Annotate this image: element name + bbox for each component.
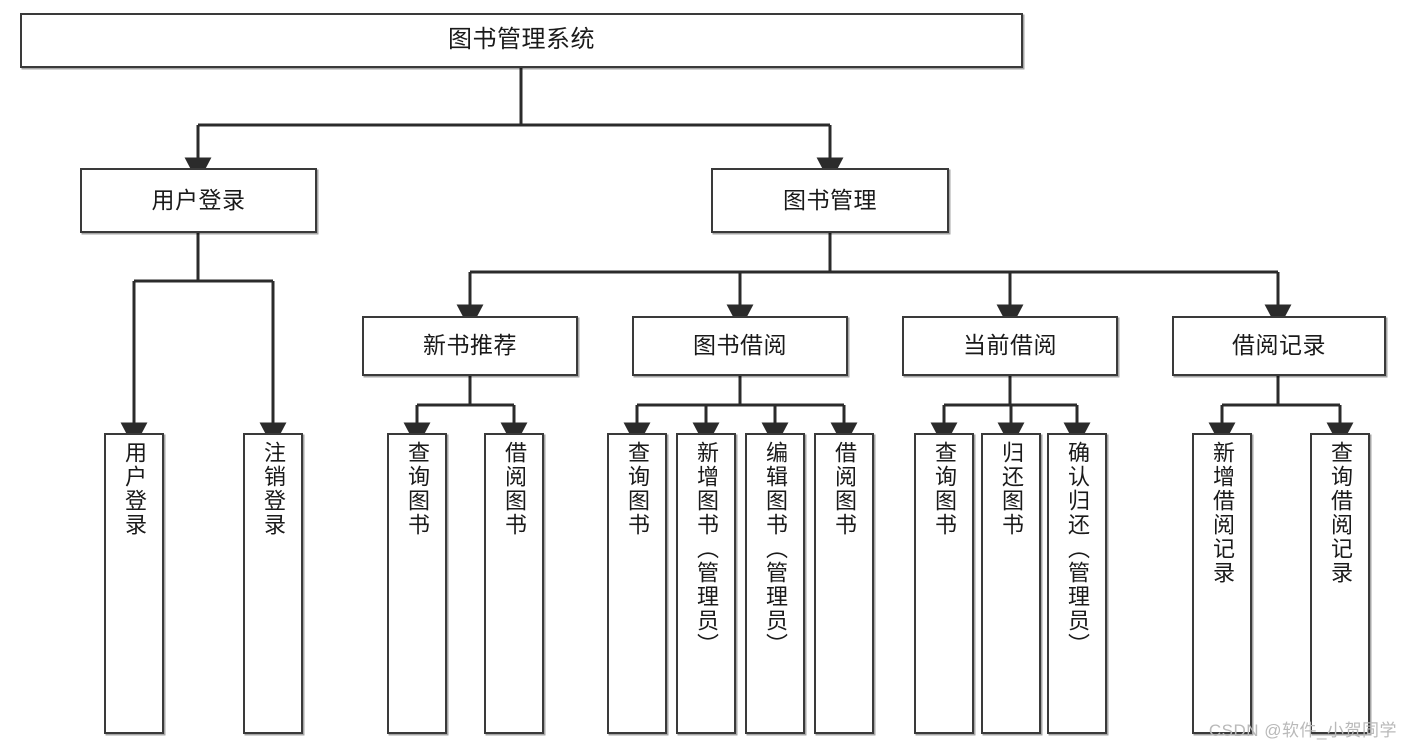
node-leaf-borrow-book-1-label: 借阅图书 (502, 441, 527, 537)
node-leaf-borrow-book-2[interactable]: 借阅图书 (814, 433, 874, 734)
node-borrow-record[interactable]: 借阅记录 (1172, 316, 1386, 376)
node-current-borrow-label: 当前借阅 (963, 332, 1057, 359)
node-new-book-recommend[interactable]: 新书推荐 (362, 316, 578, 376)
node-leaf-query-book-2-label: 查询图书 (625, 441, 650, 537)
node-current-borrow[interactable]: 当前借阅 (902, 316, 1118, 376)
node-leaf-borrow-book-2-label: 借阅图书 (832, 441, 857, 537)
node-leaf-edit-book-label: 编辑图书（管理员） (763, 441, 788, 657)
node-new-book-recommend-label: 新书推荐 (423, 332, 517, 359)
node-leaf-query-book-1[interactable]: 查询图书 (387, 433, 447, 734)
node-leaf-logout[interactable]: 注销登录 (243, 433, 303, 734)
node-leaf-confirm-return[interactable]: 确认归还（管理员） (1047, 433, 1107, 734)
node-book-borrow-label: 图书借阅 (693, 332, 787, 359)
node-leaf-query-book-1-label: 查询图书 (405, 441, 430, 537)
node-book-management[interactable]: 图书管理 (711, 168, 949, 233)
node-leaf-return-book-label: 归还图书 (999, 441, 1024, 537)
node-root-label: 图书管理系统 (448, 26, 595, 54)
node-leaf-logout-label: 注销登录 (261, 441, 286, 537)
node-leaf-query-book-3-label: 查询图书 (932, 441, 957, 537)
node-user-login[interactable]: 用户登录 (80, 168, 317, 233)
node-leaf-confirm-return-label: 确认归还（管理员） (1065, 441, 1090, 657)
node-borrow-record-label: 借阅记录 (1232, 332, 1326, 359)
csdn-watermark: CSDN @软件_小贺同学 (1208, 721, 1397, 740)
node-leaf-add-record[interactable]: 新增借阅记录 (1192, 433, 1252, 734)
node-leaf-return-book[interactable]: 归还图书 (981, 433, 1041, 734)
node-root[interactable]: 图书管理系统 (20, 13, 1023, 68)
node-book-management-label: 图书管理 (783, 186, 877, 213)
node-leaf-user-login-label: 用户登录 (122, 441, 147, 537)
node-leaf-query-record[interactable]: 查询借阅记录 (1310, 433, 1370, 734)
node-leaf-query-book-3[interactable]: 查询图书 (914, 433, 974, 734)
node-leaf-add-book-label: 新增图书（管理员） (694, 441, 719, 657)
node-leaf-borrow-book-1[interactable]: 借阅图书 (484, 433, 544, 734)
node-leaf-add-book[interactable]: 新增图书（管理员） (676, 433, 736, 734)
node-leaf-query-record-label: 查询借阅记录 (1328, 441, 1353, 585)
node-book-borrow[interactable]: 图书借阅 (632, 316, 848, 376)
node-leaf-add-record-label: 新增借阅记录 (1210, 441, 1235, 585)
node-leaf-user-login[interactable]: 用户登录 (104, 433, 164, 734)
node-leaf-edit-book[interactable]: 编辑图书（管理员） (745, 433, 805, 734)
node-user-login-label: 用户登录 (151, 186, 246, 213)
node-leaf-query-book-2[interactable]: 查询图书 (607, 433, 667, 734)
